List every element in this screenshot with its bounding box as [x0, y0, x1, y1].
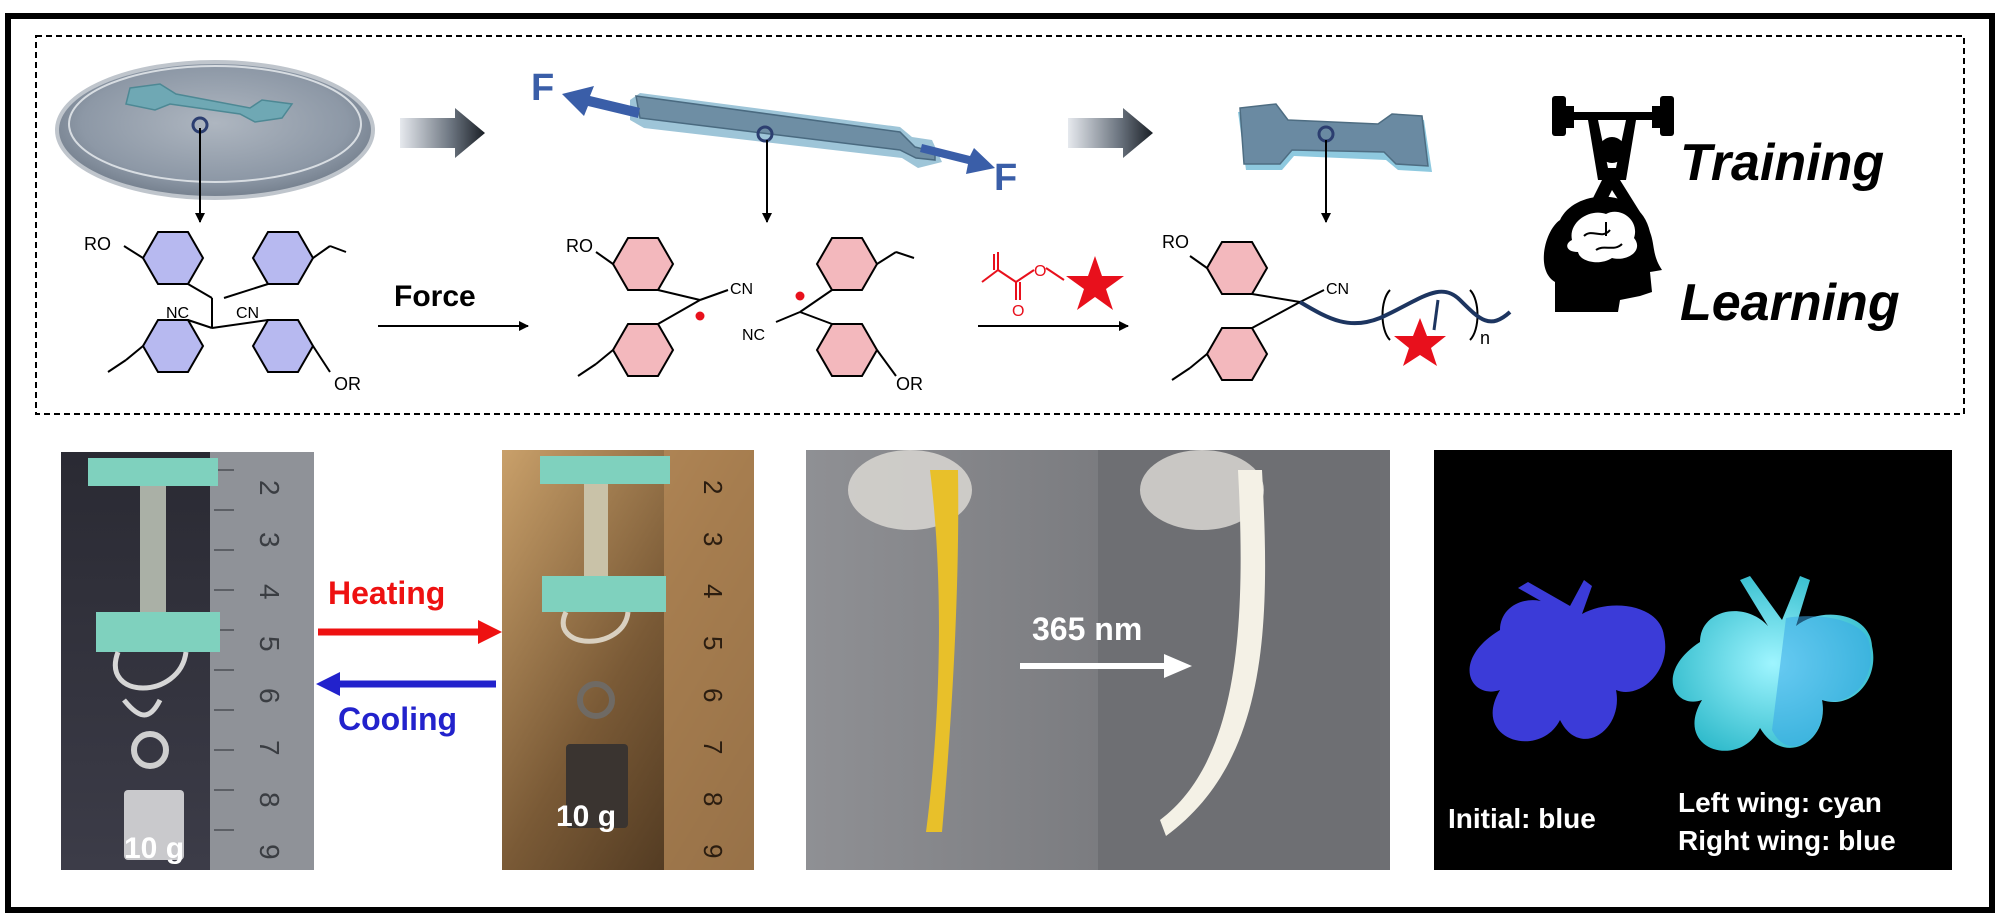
- nc-label-1: NC: [166, 305, 189, 322]
- svg-text:8: 8: [698, 792, 728, 806]
- process-arrow-2: [1068, 108, 1153, 158]
- svg-text:5: 5: [254, 636, 285, 652]
- ro-label-2: RO: [566, 236, 593, 256]
- svg-text:7: 7: [698, 740, 728, 754]
- dumbbell-film-1: [125, 83, 294, 123]
- molecule-radicals: [577, 237, 915, 377]
- force-arrow-left: [562, 86, 640, 118]
- svg-text:3: 3: [698, 532, 728, 546]
- cn-label-1: CN: [236, 305, 259, 322]
- weight-label-2: 10 g: [556, 800, 616, 833]
- f-label-right: F: [994, 157, 1017, 199]
- uv-arrow-head: [1164, 654, 1192, 678]
- weight-label-1: 10 g: [124, 832, 184, 865]
- ester-o-1: O: [1034, 263, 1046, 280]
- n-subscript: n: [1480, 328, 1490, 348]
- ester-o-2: O: [1012, 303, 1024, 320]
- nc-label-2: NC: [742, 327, 765, 344]
- molecule-polymer: [1171, 241, 1479, 381]
- outer-frame: [5, 13, 1995, 913]
- molecule-intact: [107, 231, 347, 373]
- side-chain: [1432, 299, 1440, 331]
- pendant-star-icon: [1394, 318, 1446, 366]
- cn-label-3: CN: [1326, 281, 1349, 298]
- or-label-2: OR: [896, 374, 923, 394]
- top-dashed-box: [35, 35, 1965, 415]
- svg-text:6: 6: [254, 688, 285, 704]
- ro-label-3: RO: [1162, 232, 1189, 252]
- svg-text:2: 2: [254, 480, 285, 496]
- training-label: Training: [1680, 134, 1884, 192]
- stretched-film: [562, 86, 995, 223]
- fluorophore-star-icon: [1066, 256, 1124, 310]
- photo-cooling-state: 2 3 4 5 6 7 8 9: [61, 452, 314, 870]
- photo-butterflies: [1434, 450, 1952, 870]
- process-arrow-1: [400, 108, 485, 158]
- petri-dish: [55, 60, 375, 223]
- uv-wavelength-label: 365 nm: [1032, 611, 1142, 647]
- svg-text:6: 6: [698, 688, 728, 702]
- photo-uv-strips: [806, 450, 1390, 870]
- learning-label: Learning: [1680, 274, 1900, 332]
- svg-text:9: 9: [698, 844, 728, 858]
- svg-text:4: 4: [698, 584, 728, 598]
- methacrylate-monomer: [981, 252, 1065, 300]
- heating-arrow-head: [478, 620, 502, 644]
- initial-caption: Initial: blue: [1448, 803, 1596, 834]
- force-label: Force: [394, 280, 476, 313]
- svg-text:2: 2: [698, 480, 728, 494]
- svg-text:9: 9: [254, 844, 285, 860]
- f-label-left: F: [531, 67, 554, 109]
- weightlifter-icon: [1552, 96, 1674, 218]
- svg-text:3: 3: [254, 532, 285, 548]
- cn-label-2: CN: [730, 281, 753, 298]
- brain-head-icon: [1543, 196, 1662, 312]
- or-label-1: OR: [334, 374, 361, 394]
- force-arrow-right: [920, 144, 995, 174]
- svg-text:4: 4: [254, 584, 285, 600]
- heating-label: Heating: [328, 575, 445, 611]
- butterfly-initial: [1469, 580, 1666, 742]
- ro-label-1: RO: [84, 234, 111, 254]
- right-wing-caption: Right wing: blue: [1678, 825, 1896, 856]
- photo-heating-state: 2 3 4 5 6 7 8 9: [502, 450, 754, 870]
- svg-text:8: 8: [254, 792, 285, 808]
- left-wing-caption: Left wing: cyan: [1678, 787, 1882, 818]
- final-film: [1238, 103, 1432, 223]
- cooling-label: Cooling: [338, 701, 457, 737]
- cooling-arrow-head: [316, 672, 340, 696]
- radical-dot-2: [795, 291, 805, 301]
- svg-text:7: 7: [254, 740, 285, 756]
- radical-dot-1: [695, 311, 705, 321]
- polymer-chain: [1298, 289, 1512, 326]
- svg-text:5: 5: [698, 636, 728, 650]
